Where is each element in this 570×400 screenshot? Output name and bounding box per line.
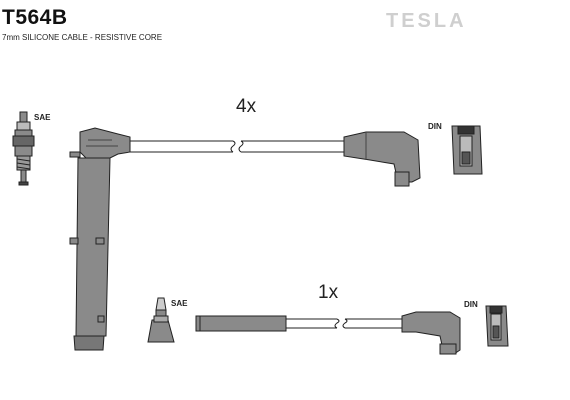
lower-cable: [286, 318, 402, 329]
din-label-bottom: DIN: [464, 300, 478, 309]
cable-description: 7mm SILICONE CABLE - RESISTIVE CORE: [2, 33, 163, 42]
din-terminal-icon: [451, 125, 483, 175]
small-sae-boot: [147, 297, 175, 343]
product-code: T564B: [2, 6, 68, 29]
din-terminal-icon: [485, 305, 509, 347]
sae-label-bottom: SAE: [171, 299, 188, 308]
spark-plug-icon: [12, 111, 35, 186]
brand-logo: TESLA: [386, 10, 467, 32]
quantity-label-coil-lead: 1x: [318, 282, 339, 303]
upper-cable: [130, 140, 344, 153]
sae-label-top: SAE: [34, 113, 51, 122]
din-label-top: DIN: [428, 122, 442, 131]
quantity-label-long-leads: 4x: [236, 96, 257, 117]
upper-din-boot: [343, 131, 421, 187]
lower-din-boot: [401, 311, 461, 355]
coil-lead-boot: [195, 315, 287, 332]
long-plug-boot: [69, 127, 131, 351]
